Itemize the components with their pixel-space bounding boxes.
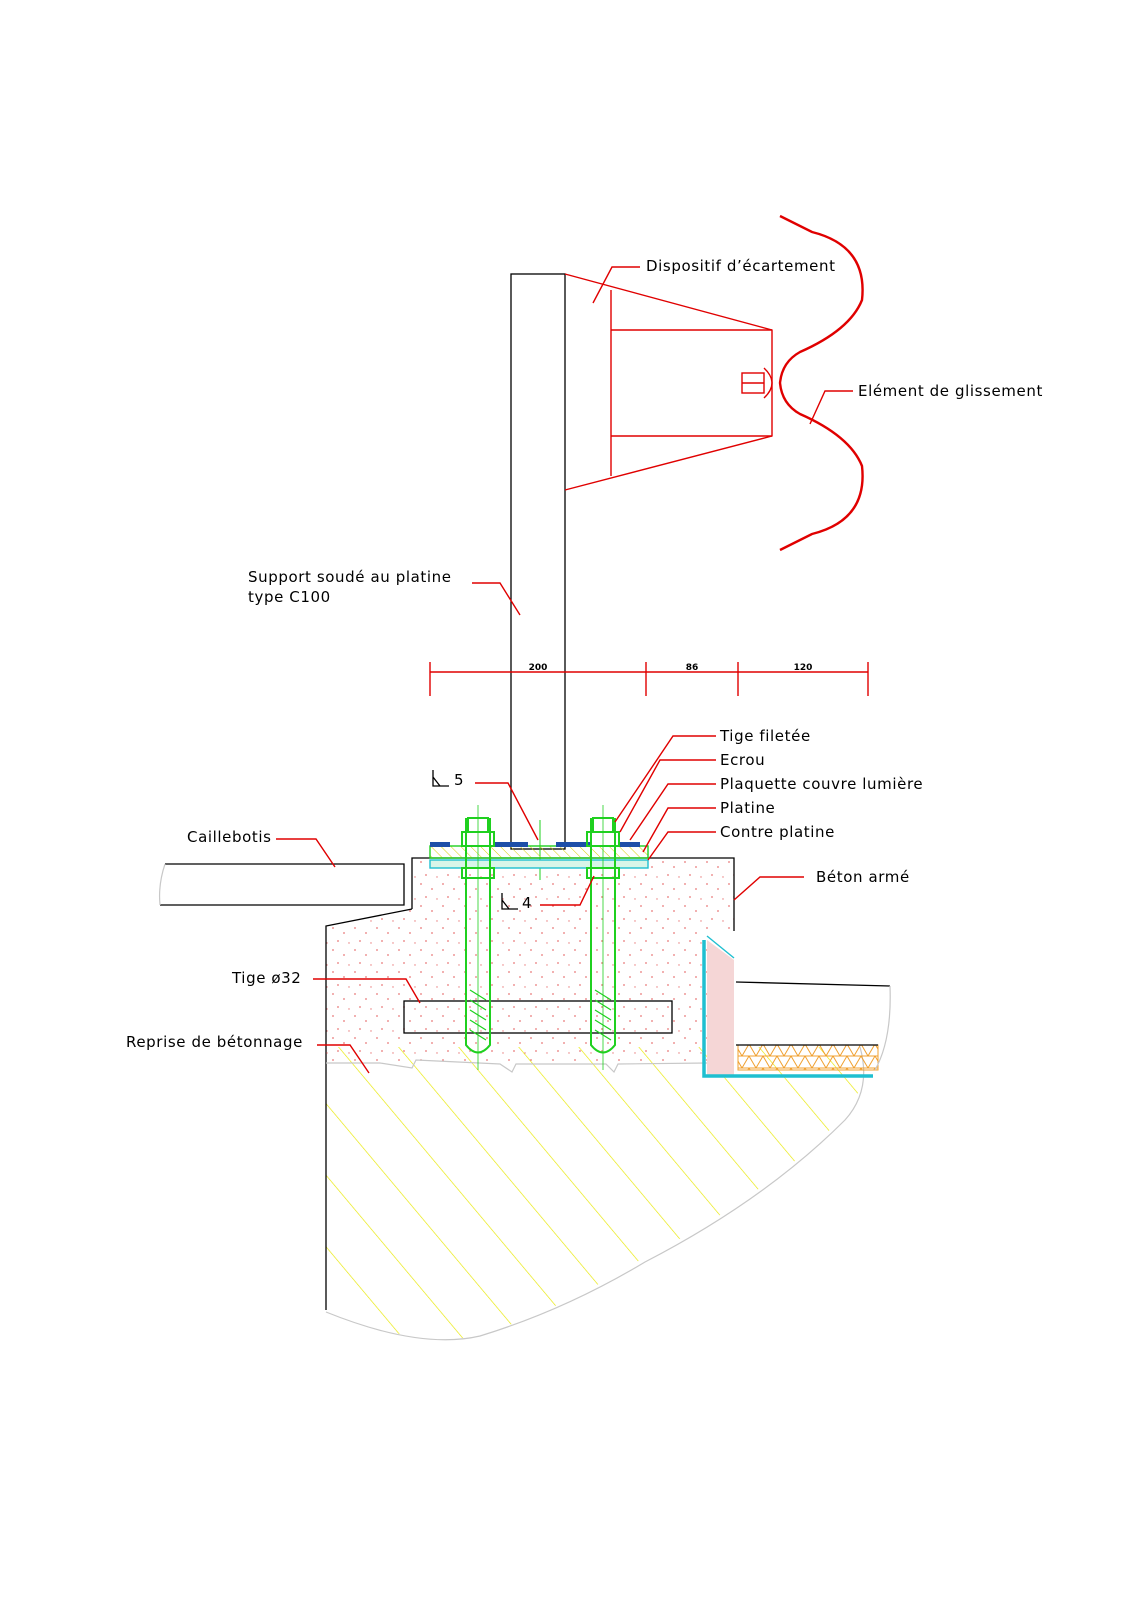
label-platine: Platine xyxy=(720,799,775,817)
label-tige-32: Tige ø32 xyxy=(231,969,301,987)
svg-text:5: 5 xyxy=(454,771,464,789)
label-tige-filetee: Tige filetée xyxy=(719,727,811,745)
label-support-line2: type C100 xyxy=(248,588,331,606)
label-contre-platine: Contre platine xyxy=(720,823,835,841)
anchor-rod-left xyxy=(461,805,495,1070)
dimension-line: 200 86 120 xyxy=(429,662,869,696)
label-caillebotis: Caillebotis xyxy=(187,828,272,846)
label-ecrou: Ecrou xyxy=(720,751,765,769)
label-dispositif-ecartement: Dispositif d’écartement xyxy=(646,257,836,275)
weld-symbol-5: 5 xyxy=(432,770,464,789)
dimension-200: 200 xyxy=(529,663,548,673)
weld-symbol-4: 4 xyxy=(501,893,532,912)
label-support-line1: Support soudé au platine xyxy=(248,568,452,586)
waterproofing-detail xyxy=(702,935,891,1078)
dimension-120: 120 xyxy=(794,663,813,673)
lower-concrete-section xyxy=(325,1045,865,1341)
anchor-rod-right xyxy=(586,805,620,1070)
label-beton-arme: Béton armé xyxy=(816,868,910,886)
svg-text:4: 4 xyxy=(522,894,532,912)
spacer-device xyxy=(564,273,773,491)
dimension-86: 86 xyxy=(686,663,699,673)
reinforced-concrete-block xyxy=(325,857,735,1074)
label-plaquette: Plaquette couvre lumière xyxy=(720,775,923,793)
sliding-rail xyxy=(778,214,864,552)
label-element-glissement: Elément de glissement xyxy=(858,382,1043,400)
leader-lines xyxy=(276,266,853,1074)
vertical-post xyxy=(510,273,566,880)
label-reprise-betonnage: Reprise de bétonnage xyxy=(126,1033,303,1051)
grating-caillebotis xyxy=(158,863,405,906)
base-plate-assembly xyxy=(429,842,649,869)
